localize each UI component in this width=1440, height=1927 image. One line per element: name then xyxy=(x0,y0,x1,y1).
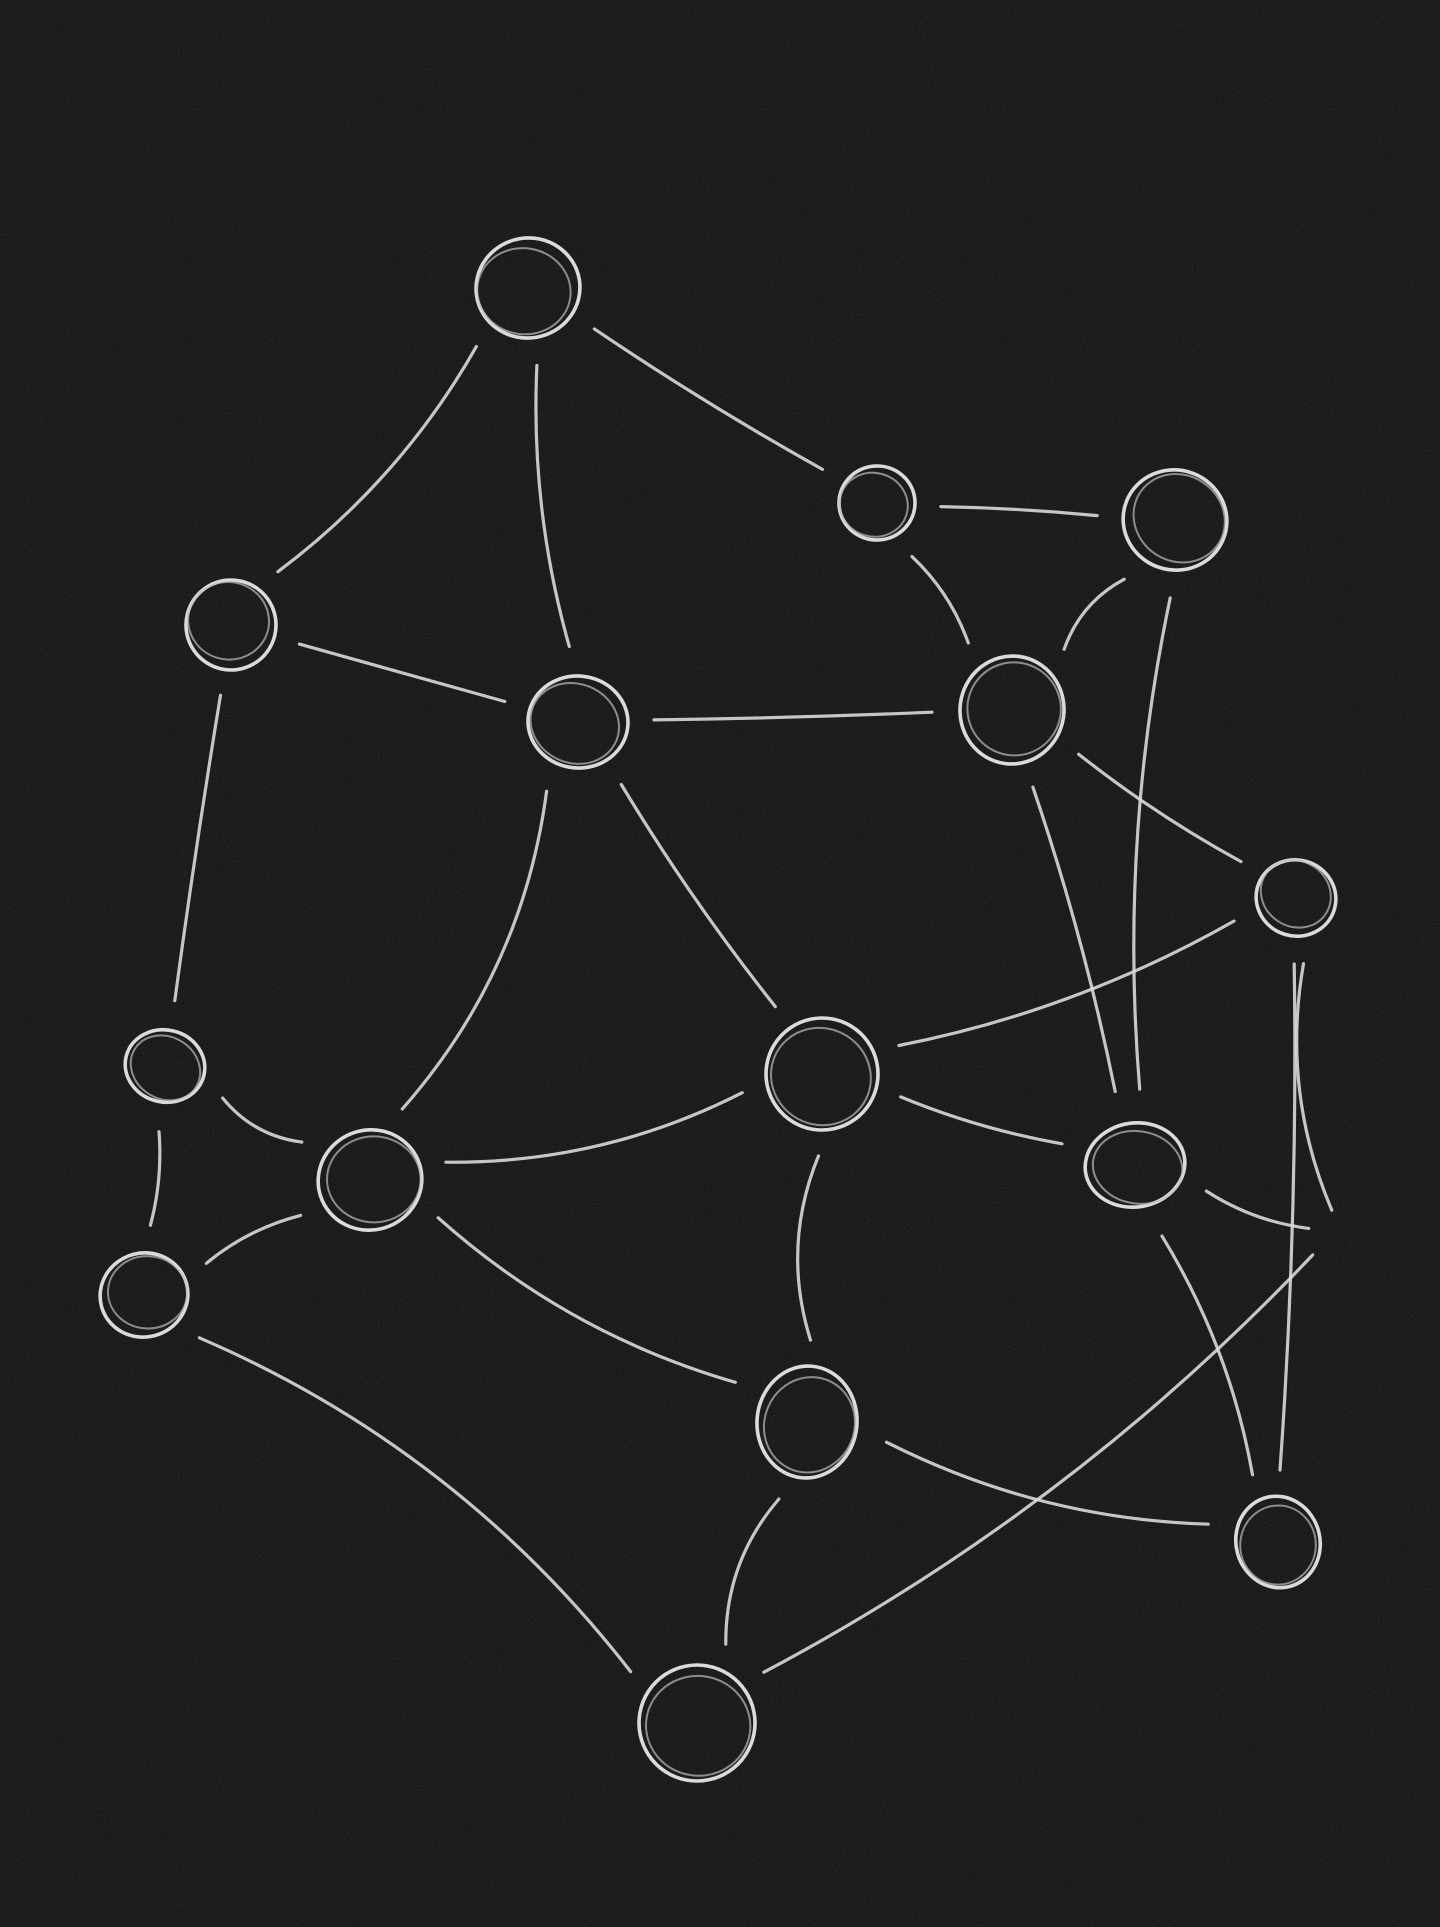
edge-n3-n9 xyxy=(173,693,223,1003)
node-ring-inner-n6 xyxy=(1259,859,1332,929)
node-ring-n13 xyxy=(755,1364,859,1480)
edge-n10-n12 xyxy=(444,1091,744,1164)
edge-n11-n14 xyxy=(1160,1234,1255,1477)
node-ring-inner-n9 xyxy=(129,1034,202,1102)
node-ring-inner-n1 xyxy=(476,247,572,336)
node-ring-n16 xyxy=(637,1663,757,1783)
node-n6 xyxy=(1254,858,1338,938)
edge-n9-n8 xyxy=(148,1130,162,1227)
node-ring-inner-n14 xyxy=(1239,1504,1317,1586)
edge-n4-n7 xyxy=(1062,577,1126,651)
edge-n6-n12 xyxy=(897,919,1236,1048)
nodes-layer xyxy=(98,236,1338,1783)
edge-n15-n16 xyxy=(762,1253,1315,1674)
edge-n11-n15 xyxy=(1204,1189,1311,1230)
edge-n5-n10 xyxy=(400,789,549,1111)
node-ring-inner-n2 xyxy=(838,471,909,538)
edge-n2-n7 xyxy=(910,555,970,645)
node-ring-n6 xyxy=(1254,858,1338,938)
node-ring-n14 xyxy=(1233,1494,1323,1590)
edge-n6-n15 xyxy=(1295,962,1334,1212)
edge-n7-n11 xyxy=(1031,785,1117,1094)
node-ring-n7 xyxy=(958,654,1066,766)
edge-n4-n11 xyxy=(1132,596,1172,1091)
edge-n14-n13 xyxy=(884,1440,1210,1526)
edge-n1-n5 xyxy=(534,363,571,649)
node-ring-inner-n4 xyxy=(1132,472,1226,564)
edge-n8-n16 xyxy=(197,1336,633,1674)
node-ring-n5 xyxy=(526,674,630,770)
node-ring-inner-n8 xyxy=(106,1255,189,1330)
node-ring-n3 xyxy=(184,578,278,672)
node-n14 xyxy=(1233,1494,1323,1590)
edge-n6-n14 xyxy=(1278,962,1297,1472)
node-ring-inner-n13 xyxy=(762,1376,856,1474)
node-ring-inner-n5 xyxy=(529,682,621,765)
edge-n9-n10 xyxy=(221,1096,304,1144)
edge-n10-n8 xyxy=(204,1213,303,1265)
node-ring-inner-n12 xyxy=(769,1026,872,1127)
node-n12 xyxy=(764,1016,880,1132)
edge-n13-n16 xyxy=(724,1497,781,1646)
edge-n5-n12 xyxy=(619,782,777,1009)
node-ring-inner-n7 xyxy=(966,661,1062,757)
edge-n3-n5 xyxy=(297,642,507,704)
node-n1 xyxy=(474,236,582,340)
node-n4 xyxy=(1121,468,1229,572)
node-n11 xyxy=(1083,1121,1187,1209)
edges-layer xyxy=(148,327,1334,1674)
node-ring-n4 xyxy=(1121,468,1229,572)
node-ring-n11 xyxy=(1083,1121,1187,1209)
edge-n10-n13 xyxy=(436,1216,737,1384)
edge-n12-n13 xyxy=(796,1154,821,1342)
node-n7 xyxy=(958,654,1066,766)
edge-n2-n4 xyxy=(939,505,1099,518)
node-ring-inner-n3 xyxy=(187,581,271,661)
edge-n5-n7 xyxy=(652,710,934,722)
node-ring-n12 xyxy=(764,1016,880,1132)
node-n3 xyxy=(184,578,278,672)
edge-n1-n2 xyxy=(592,327,825,471)
node-ring-inner-n16 xyxy=(645,1674,752,1777)
edge-n12-n11 xyxy=(899,1095,1064,1146)
node-ring-n10 xyxy=(316,1128,424,1232)
node-n13 xyxy=(755,1364,859,1480)
edge-n7-n6 xyxy=(1077,752,1243,864)
node-n2 xyxy=(837,464,917,542)
node-n9 xyxy=(123,1027,207,1105)
edge-n1-n3 xyxy=(276,344,478,574)
node-n5 xyxy=(526,674,630,770)
node-ring-inner-n10 xyxy=(326,1135,422,1224)
node-n8 xyxy=(98,1251,190,1339)
node-ring-n9 xyxy=(123,1027,207,1105)
node-ring-inner-n11 xyxy=(1091,1129,1184,1205)
node-n16 xyxy=(637,1663,757,1783)
node-n10 xyxy=(316,1128,424,1232)
